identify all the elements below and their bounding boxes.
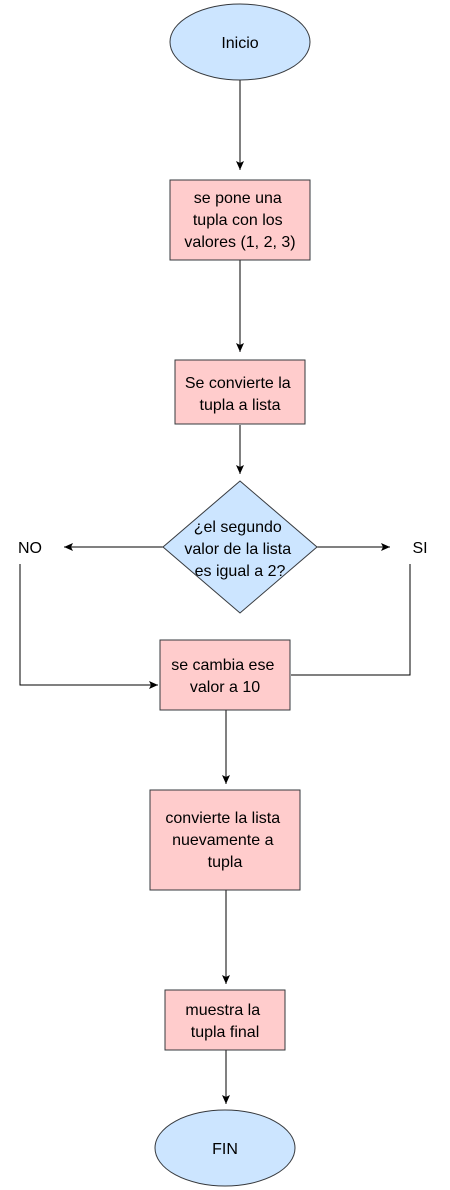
line-si-to-step3 <box>291 564 411 676</box>
process-step-create-tuple: se pone una tupla con los valores (1, 2,… <box>169 179 311 261</box>
decision-node: ¿el segundo valor de la lista es igual a… <box>162 480 318 614</box>
process-box <box>169 179 311 261</box>
process-box <box>149 789 301 891</box>
start-ellipse <box>169 3 311 81</box>
process-step-convert-to-tuple: convierte la lista nuevamente a tupla <box>149 789 301 891</box>
process-step-change-value: se cambia ese valor a 10 <box>159 639 291 711</box>
start-label: Inicio <box>221 35 258 52</box>
end-ellipse <box>154 1109 296 1187</box>
start-node: Inicio <box>169 3 311 81</box>
end-label: FIN <box>212 1141 238 1158</box>
connectors <box>19 80 411 1104</box>
decision-diamond <box>162 480 318 614</box>
decision-label: ¿el segundo valor de la lista es igual a… <box>184 519 295 580</box>
branch-label-no: NO <box>18 540 42 557</box>
process-label: convierte la lista nuevamente a tupla <box>165 810 284 871</box>
process-label: Se convierte la tupla a lista <box>185 375 295 414</box>
process-label: se cambia ese valor a 10 <box>171 657 279 696</box>
process-step-convert-to-list: Se convierte la tupla a lista <box>174 359 306 425</box>
process-box <box>164 989 286 1051</box>
branch-label-si: SI <box>412 540 427 557</box>
arrow-no-to-step3 <box>19 564 158 689</box>
process-box <box>174 359 306 425</box>
process-label: muestra la tupla final <box>185 1002 264 1041</box>
process-step-show-tuple: muestra la tupla final <box>164 989 286 1051</box>
process-box <box>159 639 291 711</box>
end-node: FIN <box>154 1109 296 1187</box>
process-label: se pone una tupla con los valores (1, 2,… <box>184 190 295 251</box>
